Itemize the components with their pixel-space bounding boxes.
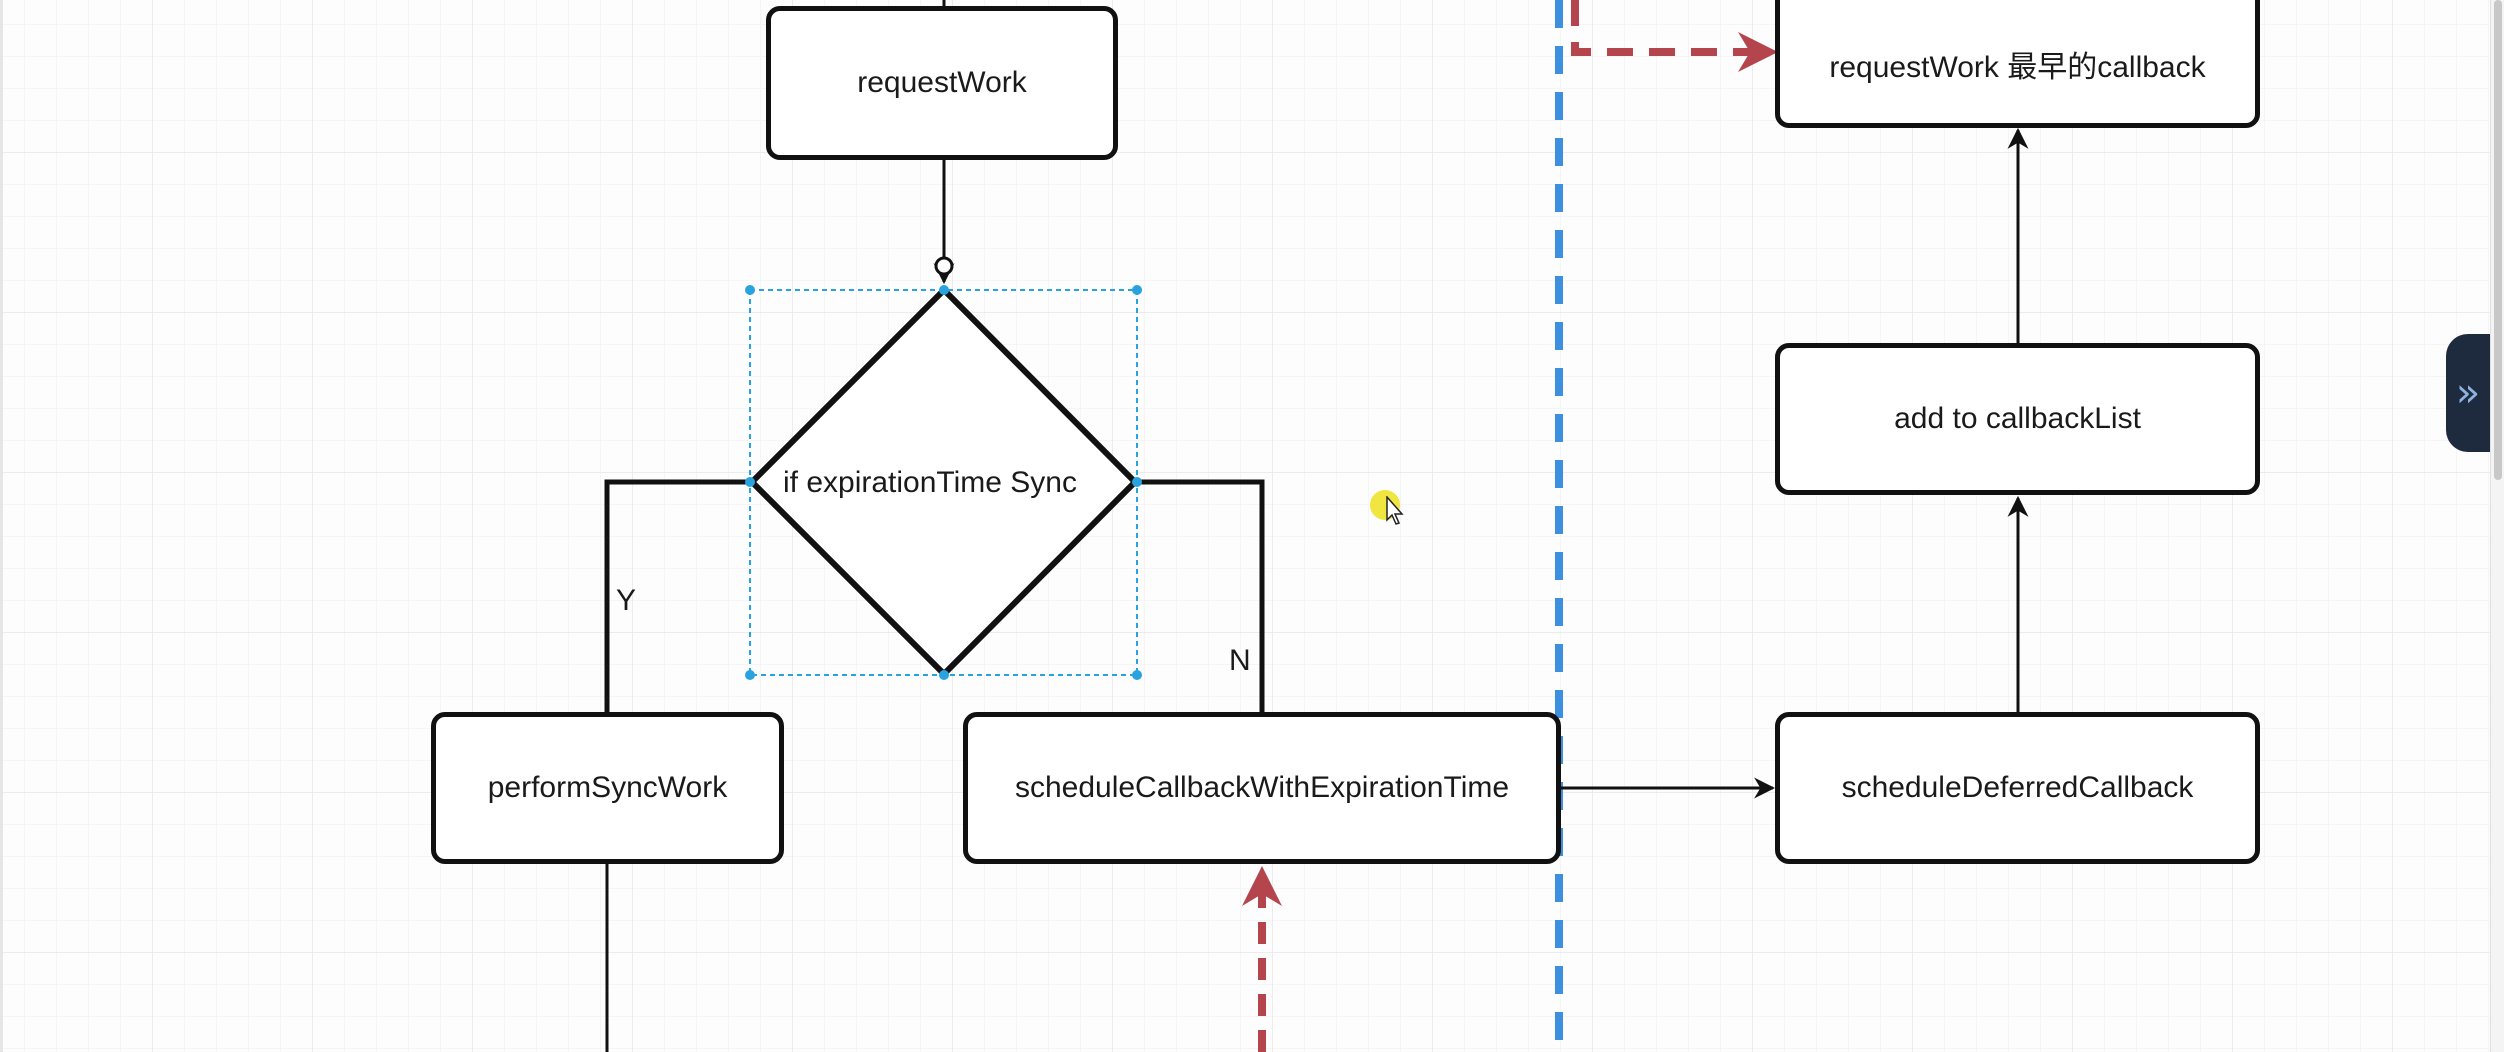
node-perform-sync-work[interactable]: performSyncWork xyxy=(431,712,784,864)
canvas-left-border xyxy=(0,0,3,1052)
node-perform-sync-work-label: performSyncWork xyxy=(487,771,728,804)
node-earliest-callback[interactable]: requestWork 最早的callback xyxy=(1775,0,2260,128)
selection-handle-bottom[interactable] xyxy=(939,670,949,680)
vertical-scrollbar[interactable] xyxy=(2490,0,2504,1052)
selection-handle-top-right[interactable] xyxy=(1132,285,1142,295)
selection-handle-bottom-right[interactable] xyxy=(1132,670,1142,680)
edge-label-no: N xyxy=(1229,644,1251,677)
selection-handle-bottom-left[interactable] xyxy=(745,670,755,680)
node-schedule-callback-label: scheduleCallbackWithExpirationTime xyxy=(1014,771,1510,804)
node-schedule-callback[interactable]: scheduleCallbackWithExpirationTime xyxy=(963,712,1561,864)
edge-no-branch[interactable] xyxy=(1135,479,1265,714)
node-schedule-deferred[interactable]: scheduleDeferredCallback xyxy=(1775,712,2260,864)
side-panel-toggle-button[interactable]: » xyxy=(2446,334,2490,452)
node-request-work-label: requestWork xyxy=(857,66,1027,99)
selection-handle-top[interactable] xyxy=(939,285,949,295)
edge-yes-branch[interactable] xyxy=(604,479,752,714)
node-add-to-callback-list-label: add to callbackList xyxy=(1894,402,2141,435)
edge-label-yes: Y xyxy=(616,584,637,617)
selection-handle-right[interactable] xyxy=(1132,477,1142,487)
scrollbar-thumb[interactable] xyxy=(2494,0,2502,480)
mouse-pointer-icon xyxy=(1386,496,1404,525)
dashed-arrow-into-earliest-callback xyxy=(1571,0,1778,72)
selection-handle-left[interactable] xyxy=(745,477,755,487)
edge-endpoint-handle[interactable] xyxy=(934,256,954,276)
double-chevron-right-icon: » xyxy=(2455,370,2481,416)
node-add-to-callback-list[interactable]: add to callbackList xyxy=(1775,343,2260,495)
node-request-work[interactable]: requestWork xyxy=(766,6,1118,160)
selection-handle-top-left[interactable] xyxy=(745,285,755,295)
node-schedule-deferred-label: scheduleDeferredCallback xyxy=(1841,771,2194,804)
decision-label: if expirationTime Sync xyxy=(783,466,1077,499)
node-earliest-callback-label: requestWork 最早的callback xyxy=(1829,51,2206,84)
